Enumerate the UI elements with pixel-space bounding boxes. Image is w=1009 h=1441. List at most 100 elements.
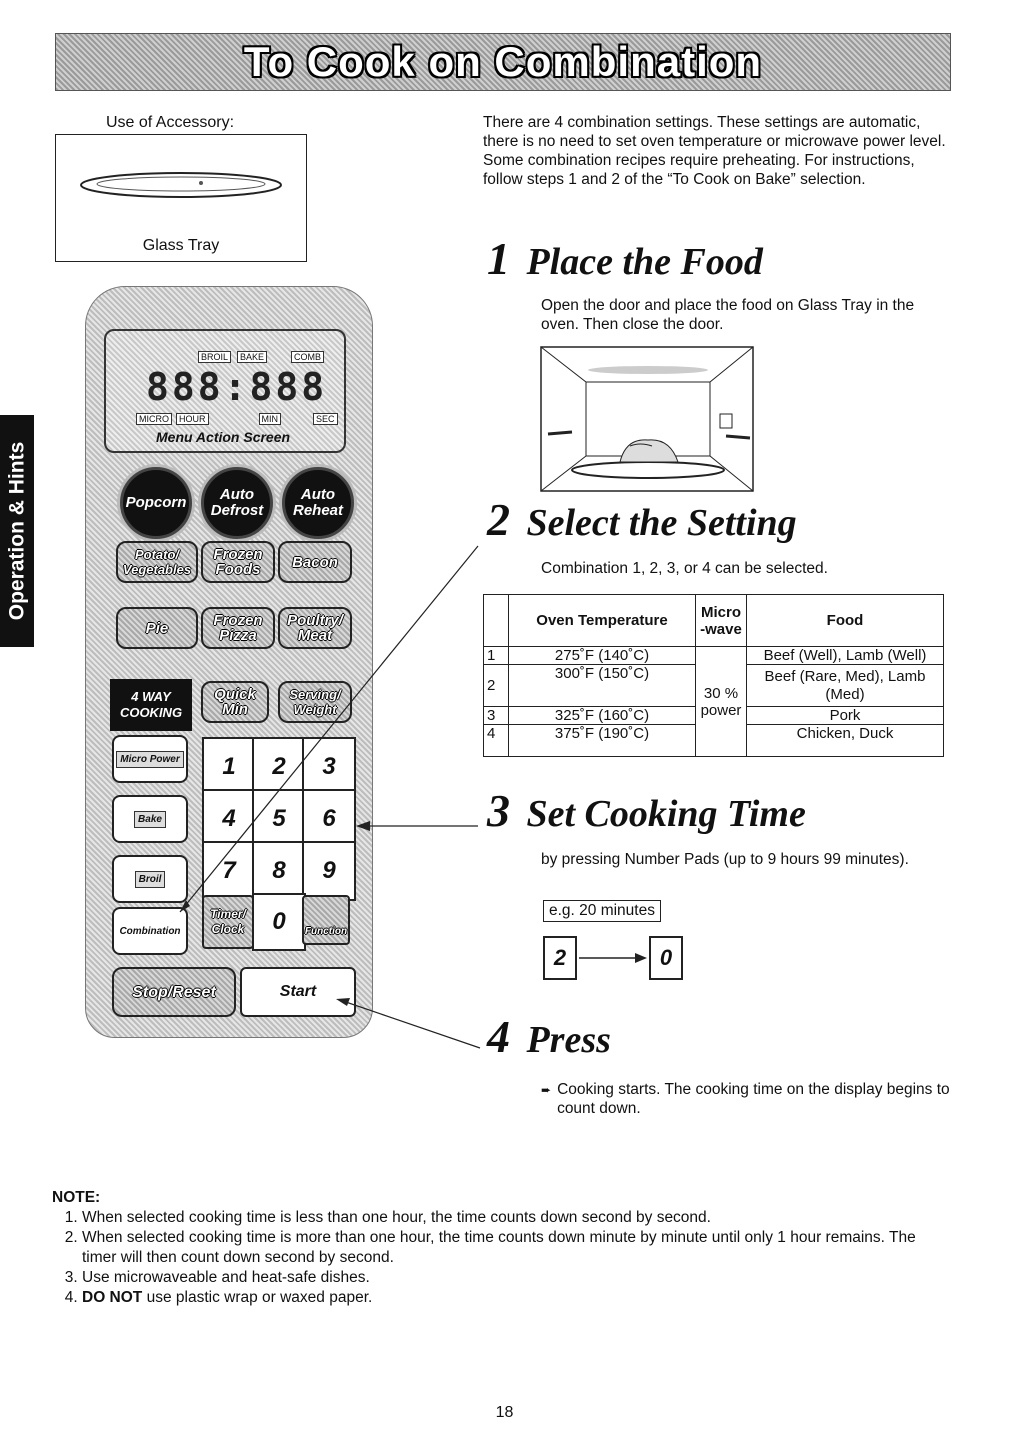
indicator-micro: MICRO bbox=[136, 413, 172, 425]
indicator-broil: BROIL bbox=[198, 351, 232, 363]
note-item: When selected cooking time is less than … bbox=[82, 1208, 952, 1228]
display-indicators-bottom: MICRO HOUR MIN SEC bbox=[136, 413, 338, 425]
title-banner: To Cook on Combination bbox=[55, 33, 951, 91]
step-3-heading: 3 Set Cooking Time bbox=[487, 784, 806, 837]
example-keys: 2 0 bbox=[543, 936, 683, 980]
row-temperature: 275˚F (140˚C) bbox=[508, 646, 696, 665]
number-key-1[interactable]: 1 bbox=[202, 737, 256, 797]
row-food: Beef (Rare, Med), Lamb (Med) bbox=[746, 664, 944, 707]
indicator-min: MIN bbox=[258, 413, 281, 425]
row-number: 2 bbox=[483, 664, 509, 707]
step-3-number: 3 bbox=[487, 785, 510, 836]
row-temperature: 325˚F (160˚C) bbox=[508, 706, 696, 725]
number-key-9[interactable]: 9 bbox=[302, 841, 356, 901]
row-temperature: 300˚F (150˚C) bbox=[508, 664, 696, 707]
indicator-comb: COMB bbox=[291, 351, 325, 363]
bacon-button[interactable]: Bacon bbox=[278, 541, 352, 583]
auto-defrost-button[interactable]: Auto Defrost bbox=[201, 467, 273, 539]
arrow-bullet-icon: ➨ bbox=[541, 1083, 552, 1097]
number-key-6[interactable]: 6 bbox=[302, 789, 356, 849]
note-item: DO NOT use plastic wrap or waxed paper. bbox=[82, 1288, 952, 1308]
step-1-heading: 1 Place the Food bbox=[487, 232, 763, 285]
timer-clock-button[interactable]: Timer/ Clock bbox=[202, 895, 254, 949]
note-item-4-rest: use plastic wrap or waxed paper. bbox=[142, 1289, 373, 1306]
row-number: 1 bbox=[483, 646, 509, 665]
number-key-4[interactable]: 4 bbox=[202, 789, 256, 849]
table-row: 4 375˚F (190˚C) Chicken, Duck bbox=[483, 724, 944, 757]
step-4-number: 4 bbox=[487, 1011, 510, 1062]
step-4-title: Press bbox=[526, 1019, 611, 1061]
function-button[interactable]: Function bbox=[302, 895, 350, 945]
table-row: 2 300˚F (150˚C) Beef (Rare, Med), Lamb (… bbox=[483, 664, 944, 707]
header-oven-temperature: Oven Temperature bbox=[508, 594, 696, 647]
number-key-3[interactable]: 3 bbox=[302, 737, 356, 797]
example-box: e.g. 20 minutes bbox=[543, 900, 661, 922]
display-indicators-top: BROIL BAKE COMB bbox=[198, 351, 325, 363]
section-tab-label: Operation & Hints bbox=[5, 441, 29, 621]
pie-button[interactable]: Pie bbox=[116, 607, 198, 649]
number-key-8[interactable]: 8 bbox=[252, 841, 306, 901]
note-list: When selected cooking time is less than … bbox=[52, 1208, 952, 1308]
broil-button[interactable]: Broil bbox=[112, 855, 188, 903]
table-corner bbox=[483, 594, 509, 647]
menu-action-screen-label: Menu Action Screen bbox=[156, 429, 291, 445]
arrow-right-icon bbox=[579, 953, 647, 963]
note-section: NOTE: When selected cooking time is less… bbox=[52, 1188, 952, 1308]
row-food: Pork bbox=[746, 706, 944, 725]
number-key-2[interactable]: 2 bbox=[252, 737, 306, 797]
display-digits: 888:888 bbox=[146, 365, 328, 409]
step-3-text: by pressing Number Pads (up to 9 hours 9… bbox=[541, 851, 909, 868]
number-key-0[interactable]: 0 bbox=[252, 893, 306, 951]
section-tab: Operation & Hints bbox=[0, 415, 34, 647]
step-3-title: Set Cooking Time bbox=[526, 793, 806, 835]
step-2-heading: 2 Select the Setting bbox=[487, 493, 797, 546]
header-microwave: Micro -wave bbox=[695, 594, 747, 647]
indicator-sec: SEC bbox=[313, 413, 338, 425]
step-4-body: ➨ Cooking starts. The cooking time on th… bbox=[541, 1080, 951, 1118]
indicator-bake: BAKE bbox=[237, 351, 268, 363]
step-4-text: Cooking starts. The cooking time on the … bbox=[557, 1081, 950, 1117]
step-4-heading: 4 Press bbox=[487, 1010, 611, 1063]
row-number: 4 bbox=[483, 724, 509, 757]
popcorn-button[interactable]: Popcorn bbox=[120, 467, 192, 539]
note-item: Use microwaveable and heat-safe dishes. bbox=[82, 1268, 952, 1288]
start-button[interactable]: Start bbox=[240, 967, 356, 1017]
accessory-box: Glass Tray bbox=[55, 134, 307, 262]
example-key-2: 2 bbox=[543, 936, 577, 980]
four-way-cooking-label: 4 WAY COOKING bbox=[110, 679, 192, 731]
step-1-text: Open the door and place the food on Glas… bbox=[541, 297, 915, 333]
row-temperature: 375˚F (190˚C) bbox=[508, 724, 696, 757]
number-key-7[interactable]: 7 bbox=[202, 841, 256, 901]
accessory-caption: Glass Tray bbox=[142, 237, 220, 254]
row-food: Beef (Well), Lamb (Well) bbox=[746, 646, 944, 665]
stop-reset-button[interactable]: Stop/Reset bbox=[112, 967, 236, 1017]
step-2-number: 2 bbox=[487, 494, 510, 545]
note-item-4-bold: DO NOT bbox=[82, 1289, 143, 1306]
header-food: Food bbox=[746, 594, 944, 647]
page-title: To Cook on Combination bbox=[243, 38, 763, 85]
micro-power-button[interactable]: Micro Power bbox=[112, 735, 188, 783]
display-screen: BROIL BAKE COMB 888:888 MICRO HOUR MIN S… bbox=[104, 329, 346, 453]
quick-min-button[interactable]: Quick Min bbox=[201, 681, 269, 723]
serving-weight-button[interactable]: Serving/ Weight bbox=[278, 681, 352, 723]
note-heading: NOTE: bbox=[52, 1189, 101, 1206]
example-key-0: 0 bbox=[649, 936, 683, 980]
potato-vegetables-button[interactable]: Potato/ Vegetables bbox=[116, 541, 198, 583]
indicator-hour: HOUR bbox=[176, 413, 209, 425]
accessory-label: Use of Accessory: bbox=[106, 114, 235, 131]
row-food: Chicken, Duck bbox=[746, 724, 944, 757]
microwave-power: 30 % power bbox=[695, 646, 747, 757]
frozen-foods-button[interactable]: Frozen Foods bbox=[201, 541, 275, 583]
auto-reheat-button[interactable]: Auto Reheat bbox=[282, 467, 354, 539]
poultry-meat-button[interactable]: Poultry/ Meat bbox=[278, 607, 352, 649]
note-item: When selected cooking time is more than … bbox=[82, 1228, 952, 1268]
bake-button[interactable]: Bake bbox=[112, 795, 188, 843]
combination-button[interactable]: Combination bbox=[112, 907, 188, 955]
step-2-text: Combination 1, 2, 3, or 4 can be selecte… bbox=[541, 560, 828, 577]
intro-text: There are 4 combination settings. These … bbox=[483, 114, 946, 188]
row-number: 3 bbox=[483, 706, 509, 725]
frozen-pizza-button[interactable]: Frozen Pizza bbox=[201, 607, 275, 649]
number-key-5[interactable]: 5 bbox=[252, 789, 306, 849]
step-2-title: Select the Setting bbox=[526, 502, 797, 544]
glass-tray-icon bbox=[80, 172, 282, 198]
